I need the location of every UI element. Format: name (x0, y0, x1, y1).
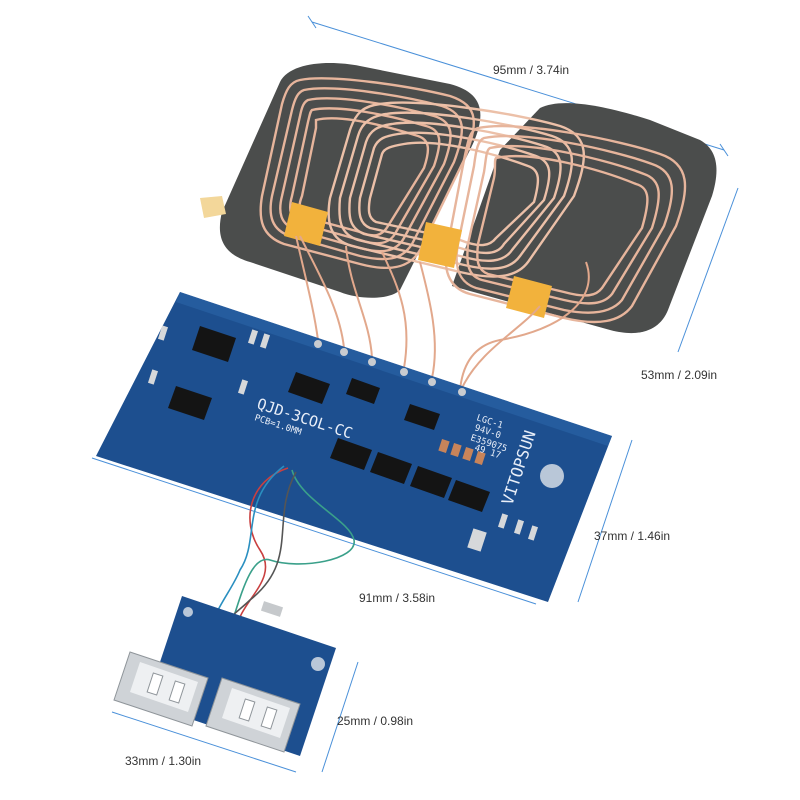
board-width-label: 91mm / 3.58in (359, 591, 436, 605)
usb-width-line (111, 711, 297, 773)
coil-solder-pads (314, 340, 466, 396)
board-height-line (577, 439, 633, 603)
pcb-chips (168, 326, 490, 512)
coil-height-line (677, 187, 739, 353)
mounting-hole (540, 464, 564, 488)
usb-width-label: 33mm / 1.30in (125, 754, 202, 768)
adhesive-tab (200, 196, 226, 218)
board-height-label: 37mm / 1.46in (594, 529, 671, 543)
middle-coil (327, 101, 585, 278)
usb-port-left (113, 651, 209, 727)
coil-tapes (284, 202, 552, 318)
right-coil (444, 124, 687, 324)
resistor-row (438, 439, 486, 465)
usb-height-label: 25mm / 0.98in (337, 714, 414, 728)
coil-width-label: 95mm / 3.74in (493, 63, 570, 77)
micro-usb-port (260, 601, 284, 617)
usb-board (113, 596, 336, 756)
smd-components (147, 325, 539, 552)
coil-lead-wires (295, 235, 590, 391)
usb-height-line (321, 661, 359, 773)
coil-height-label: 53mm / 2.09in (641, 368, 718, 382)
usb-connecting-wires (211, 465, 355, 631)
main-pcb: QJD-3COL-CC PCB=1.0MM VITOPSUN LGC-1 94V… (96, 292, 612, 602)
board-width-line (91, 457, 537, 605)
usb-port-right (205, 677, 301, 753)
